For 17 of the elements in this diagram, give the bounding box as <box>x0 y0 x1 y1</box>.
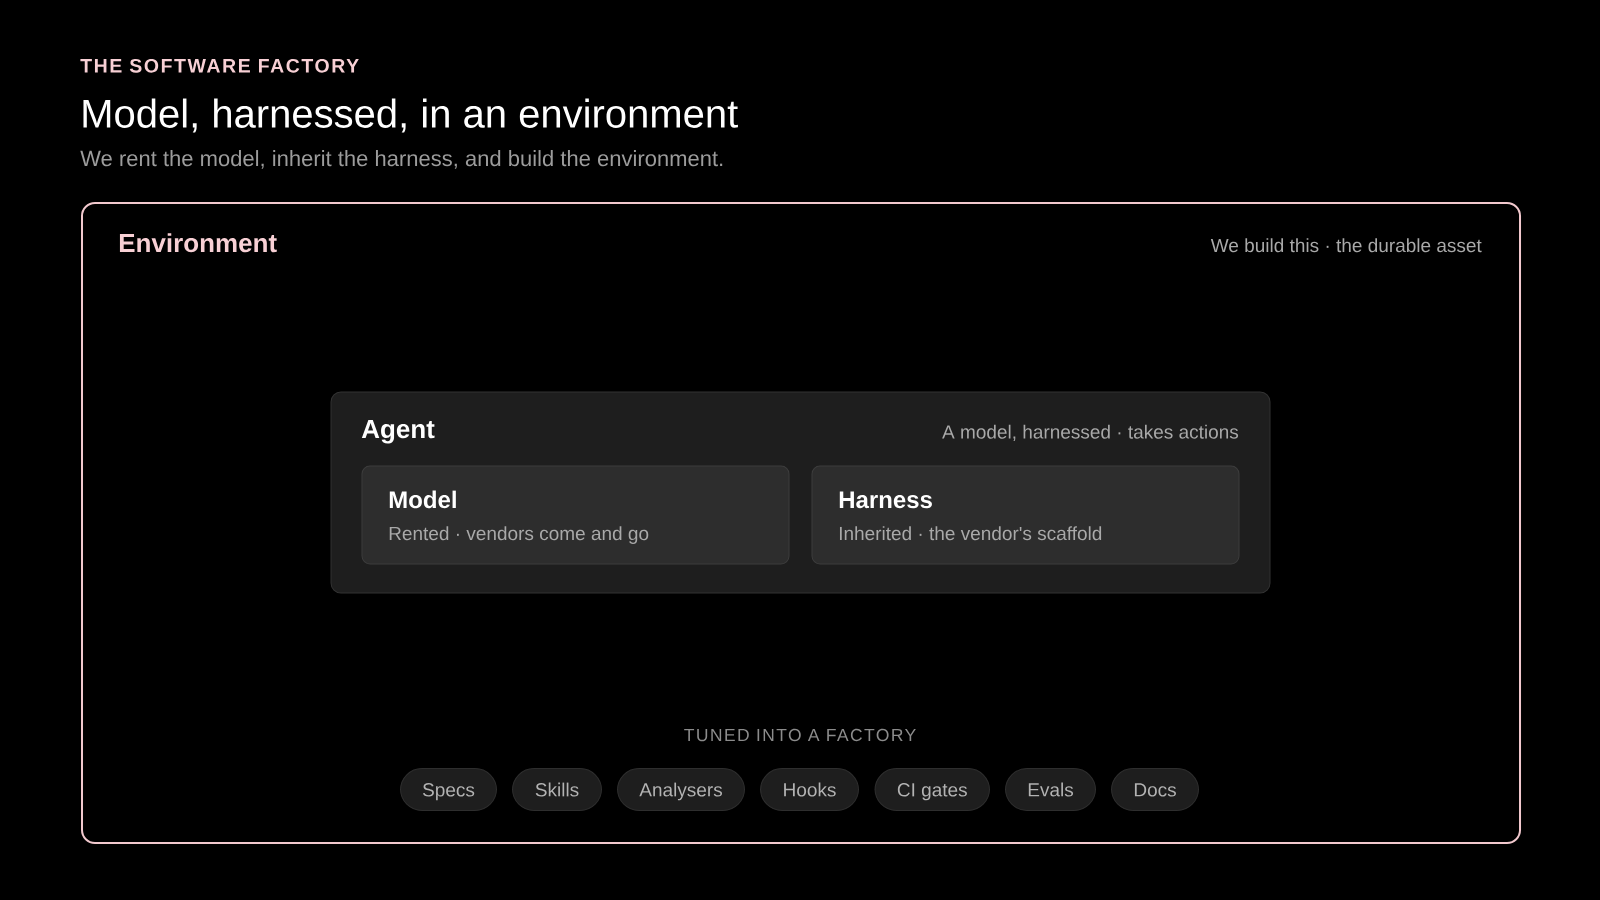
tag-pill: Specs <box>400 768 497 811</box>
subtitle: We rent the model, inherit the harness, and build the environment. <box>80 150 723 169</box>
card-description: Rented · vendors come and go <box>389 526 649 544</box>
tag-pill: Evals <box>1005 768 1096 811</box>
card-title: Model <box>389 490 456 509</box>
panel-note: A model, harnessed · takes actions <box>942 424 1239 441</box>
panel-title: Agent <box>361 420 435 444</box>
tag-pill: CI gates <box>874 768 990 811</box>
tag-pill: Analysers <box>617 768 745 811</box>
page-title: Model, harnessed, in an environment <box>83 98 738 133</box>
panel-title: Environment <box>119 233 277 253</box>
panel-note: We build this · the durable asset <box>1210 238 1482 253</box>
section-label: TUNED INTO A FACTORY <box>684 728 916 742</box>
tag-pill: Hooks <box>760 768 859 811</box>
card-description: Inherited · the vendor's scaffold <box>839 526 1102 541</box>
card-title: Harness <box>839 491 932 509</box>
kicker-text: THE SOFTWARE FACTORY <box>80 58 359 73</box>
